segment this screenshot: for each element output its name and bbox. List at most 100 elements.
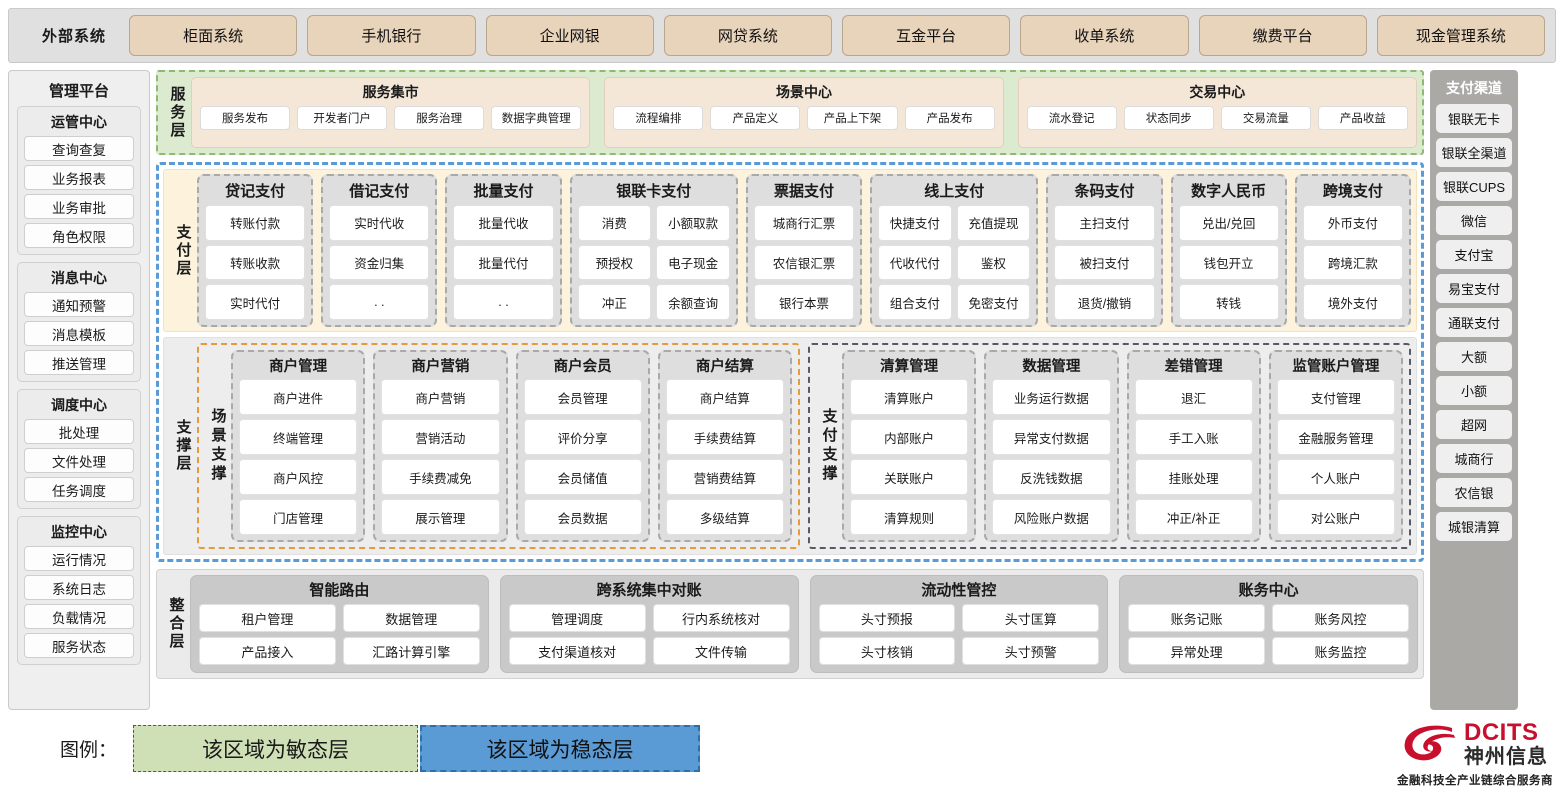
payment-item[interactable]: 跨境汇款: [1303, 245, 1403, 281]
support-item[interactable]: 支付管理: [1277, 379, 1395, 415]
support-item[interactable]: 个人账户: [1277, 459, 1395, 495]
service-item[interactable]: 流程编排: [613, 106, 703, 130]
support-item[interactable]: 商户风控: [239, 459, 357, 495]
payment-item[interactable]: 鉴权: [957, 245, 1031, 281]
payment-item[interactable]: 余额查询: [656, 284, 730, 320]
integration-item[interactable]: 汇路计算引擎: [343, 637, 480, 665]
payment-item[interactable]: 预授权: [578, 245, 652, 281]
payment-item[interactable]: 免密支付: [957, 284, 1031, 320]
external-system-item[interactable]: 柜面系统: [129, 15, 297, 56]
support-item[interactable]: 会员数据: [524, 499, 642, 535]
management-menu-item[interactable]: 推送管理: [24, 350, 134, 375]
support-item[interactable]: 门店管理: [239, 499, 357, 535]
integration-item[interactable]: 管理调度: [509, 604, 646, 632]
service-item[interactable]: 流水登记: [1027, 106, 1117, 130]
integration-item[interactable]: 产品接入: [199, 637, 336, 665]
management-menu-item[interactable]: 通知预警: [24, 292, 134, 317]
support-item[interactable]: 风险账户数据: [992, 499, 1110, 535]
external-system-item[interactable]: 企业网银: [486, 15, 654, 56]
management-menu-item[interactable]: 运行情况: [24, 546, 134, 571]
support-item[interactable]: 退汇: [1135, 379, 1253, 415]
integration-item[interactable]: 账务监控: [1272, 637, 1409, 665]
support-item[interactable]: 内部账户: [850, 419, 968, 455]
integration-item[interactable]: 异常处理: [1128, 637, 1265, 665]
service-item[interactable]: 产品定义: [710, 106, 800, 130]
integration-item[interactable]: 租户管理: [199, 604, 336, 632]
payment-channel-item[interactable]: 大额: [1436, 342, 1512, 371]
payment-item[interactable]: 电子现金: [656, 245, 730, 281]
payment-item[interactable]: 组合支付: [878, 284, 952, 320]
integration-item[interactable]: 头寸预警: [962, 637, 1099, 665]
payment-item[interactable]: . .: [453, 284, 553, 320]
management-menu-item[interactable]: 服务状态: [24, 633, 134, 658]
payment-channel-item[interactable]: 银联无卡: [1436, 104, 1512, 133]
support-item[interactable]: 手续费结算: [666, 419, 784, 455]
payment-item[interactable]: 快捷支付: [878, 205, 952, 241]
payment-item[interactable]: 代收代付: [878, 245, 952, 281]
support-item[interactable]: 手工入账: [1135, 419, 1253, 455]
payment-item[interactable]: 实时代收: [329, 205, 429, 241]
payment-item[interactable]: 资金归集: [329, 245, 429, 281]
payment-channel-item[interactable]: 城商行: [1436, 444, 1512, 473]
payment-channel-item[interactable]: 银联CUPS: [1436, 172, 1512, 201]
support-item[interactable]: 评价分享: [524, 419, 642, 455]
external-system-item[interactable]: 网贷系统: [664, 15, 832, 56]
management-menu-item[interactable]: 任务调度: [24, 477, 134, 502]
payment-item[interactable]: 充值提现: [957, 205, 1031, 241]
integration-item[interactable]: 账务记账: [1128, 604, 1265, 632]
management-menu-item[interactable]: 负载情况: [24, 604, 134, 629]
service-item[interactable]: 产品收益: [1318, 106, 1408, 130]
payment-channel-item[interactable]: 支付宝: [1436, 240, 1512, 269]
service-item[interactable]: 产品发布: [905, 106, 995, 130]
external-system-item[interactable]: 缴费平台: [1199, 15, 1367, 56]
payment-item[interactable]: 转账收款: [205, 245, 305, 281]
integration-item[interactable]: 头寸匡算: [962, 604, 1099, 632]
payment-item[interactable]: 转钱: [1179, 284, 1279, 320]
support-item[interactable]: 会员管理: [524, 379, 642, 415]
payment-channel-item[interactable]: 通联支付: [1436, 308, 1512, 337]
external-system-item[interactable]: 互金平台: [842, 15, 1010, 56]
management-menu-item[interactable]: 业务报表: [24, 165, 134, 190]
payment-item[interactable]: 境外支付: [1303, 284, 1403, 320]
payment-item[interactable]: 转账付款: [205, 205, 305, 241]
integration-item[interactable]: 账务风控: [1272, 604, 1409, 632]
support-item[interactable]: 对公账户: [1277, 499, 1395, 535]
payment-item[interactable]: 农信银汇票: [754, 245, 854, 281]
external-system-item[interactable]: 手机银行: [307, 15, 475, 56]
payment-item[interactable]: 冲正: [578, 284, 652, 320]
support-item[interactable]: 商户营销: [381, 379, 499, 415]
management-menu-item[interactable]: 角色权限: [24, 223, 134, 248]
support-item[interactable]: 会员储值: [524, 459, 642, 495]
payment-item[interactable]: 主扫支付: [1054, 205, 1154, 241]
integration-item[interactable]: 支付渠道核对: [509, 637, 646, 665]
management-menu-item[interactable]: 业务审批: [24, 194, 134, 219]
payment-item[interactable]: 退货/撤销: [1054, 284, 1154, 320]
payment-channel-item[interactable]: 城银清算: [1436, 512, 1512, 541]
service-item[interactable]: 服务发布: [200, 106, 290, 130]
support-item[interactable]: 金融服务管理: [1277, 419, 1395, 455]
support-item[interactable]: 关联账户: [850, 459, 968, 495]
payment-item[interactable]: 城商行汇票: [754, 205, 854, 241]
payment-item[interactable]: 实时代付: [205, 284, 305, 320]
payment-channel-item[interactable]: 农信银: [1436, 478, 1512, 507]
payment-item[interactable]: 批量代收: [453, 205, 553, 241]
support-item[interactable]: 挂账处理: [1135, 459, 1253, 495]
support-item[interactable]: 终端管理: [239, 419, 357, 455]
payment-channel-item[interactable]: 微信: [1436, 206, 1512, 235]
integration-item[interactable]: 数据管理: [343, 604, 480, 632]
payment-item[interactable]: 消费: [578, 205, 652, 241]
integration-item[interactable]: 头寸预报: [819, 604, 956, 632]
support-item[interactable]: 营销活动: [381, 419, 499, 455]
support-item[interactable]: 展示管理: [381, 499, 499, 535]
payment-item[interactable]: 被扫支付: [1054, 245, 1154, 281]
management-menu-item[interactable]: 文件处理: [24, 448, 134, 473]
integration-item[interactable]: 行内系统核对: [653, 604, 790, 632]
management-menu-item[interactable]: 查询查复: [24, 136, 134, 161]
support-item[interactable]: 反洗钱数据: [992, 459, 1110, 495]
payment-item[interactable]: 批量代付: [453, 245, 553, 281]
support-item[interactable]: 异常支付数据: [992, 419, 1110, 455]
payment-item[interactable]: . .: [329, 284, 429, 320]
integration-item[interactable]: 头寸核销: [819, 637, 956, 665]
support-item[interactable]: 多级结算: [666, 499, 784, 535]
support-item[interactable]: 商户结算: [666, 379, 784, 415]
